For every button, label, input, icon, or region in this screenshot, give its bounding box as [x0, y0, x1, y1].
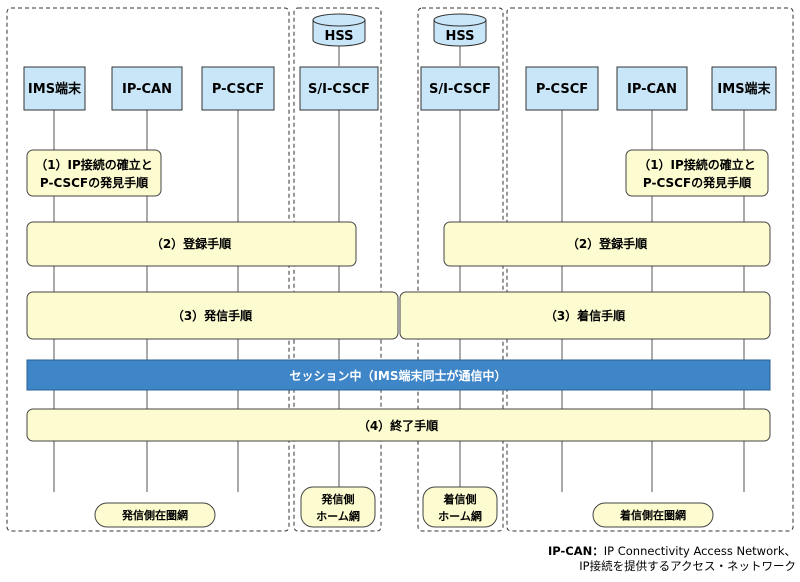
network-label-visited-orig: 発信側在圏網 — [94, 502, 216, 528]
node-pcscf-right: P-CSCF — [525, 66, 599, 111]
step-label: （3）発信手順 — [172, 308, 253, 323]
legend-abbr: IP-CAN： — [548, 544, 604, 558]
session-bar: セッション中（IMS端末同士が通信中） — [26, 359, 771, 391]
node-sicscf-right: S/I-CSCF — [420, 66, 500, 111]
step-label: （2）登録手順 — [567, 236, 648, 251]
step-line-2: P-CSCFの発見手順 — [643, 175, 752, 190]
network-label-visited-term: 着信側在圏網 — [592, 502, 714, 528]
legend-line-1: IP-CAN：IP Connectivity Access Network、 — [430, 544, 796, 559]
node-ims-left: IMS端末 — [23, 66, 86, 111]
step-ip-connect-right: （1）IP接続の確立と P-CSCFの発見手順 — [625, 149, 769, 197]
network-label-line-1: 発信側 — [321, 492, 355, 506]
network-label-line-2: ホーム網 — [438, 509, 482, 523]
node-label: P-CSCF — [212, 82, 264, 97]
network-label: 着信側在圏網 — [619, 508, 686, 522]
step-ip-connect-left: （1）IP接続の確立と P-CSCFの発見手順 — [26, 149, 162, 197]
region-visited-term — [506, 7, 794, 532]
hss-database-left: HSS — [312, 13, 366, 47]
step-line-1: （1）IP接続の確立と — [638, 157, 756, 172]
network-label-home-term: 着信側 ホーム網 — [422, 486, 498, 528]
node-label: IMS端末 — [717, 81, 771, 97]
network-label: 発信側在圏網 — [121, 508, 188, 522]
hss-label: HSS — [324, 29, 353, 44]
node-ims-right: IMS端末 — [711, 66, 777, 111]
network-label-home-orig: 発信側 ホーム網 — [300, 486, 376, 528]
step-label: （4）終了手順 — [358, 418, 439, 433]
region-home-orig — [293, 7, 382, 532]
step-label: （2）登録手順 — [151, 236, 232, 251]
step-label: （3）着信手順 — [545, 308, 626, 323]
node-label: IMS端末 — [28, 81, 82, 97]
node-ipcan-left: IP-CAN — [111, 66, 183, 111]
network-regions — [6, 7, 794, 532]
region-home-term — [417, 7, 504, 532]
step-line-2: P-CSCFの発見手順 — [40, 175, 149, 190]
node-ipcan-right: IP-CAN — [616, 66, 688, 111]
hss-label: HSS — [445, 29, 474, 44]
step-register-right: （2）登録手順 — [443, 221, 771, 267]
node-label: IP-CAN — [627, 82, 677, 97]
network-label-line-1: 着信側 — [443, 492, 477, 506]
step-originate: （3）発信手順 — [26, 291, 399, 340]
legend: IP-CAN：IP Connectivity Access Network、 I… — [430, 544, 796, 574]
step-register-left: （2）登録手順 — [26, 221, 357, 267]
node-sicscf-left: S/I-CSCF — [299, 66, 379, 111]
hss-database-right: HSS — [433, 13, 487, 47]
step-terminate: （3）着信手順 — [399, 291, 771, 340]
legend-definition: IP Connectivity Access Network、 — [603, 544, 796, 558]
network-label-line-2: ホーム網 — [316, 509, 360, 523]
node-label: S/I-CSCF — [308, 82, 370, 97]
node-pcscf-left: P-CSCF — [201, 66, 275, 111]
step-line-1: （1）IP接続の確立と — [35, 157, 153, 172]
region-visited-orig — [6, 7, 290, 532]
nodes: IMS端末 IP-CAN P-CSCF S/I-CSCF S/I-CSCF P-… — [23, 66, 777, 111]
node-label: IP-CAN — [122, 82, 172, 97]
session-label: セッション中（IMS端末同士が通信中） — [289, 368, 506, 383]
legend-line-2: IP接続を提供するアクセス・ネットワーク — [579, 559, 796, 573]
node-label: S/I-CSCF — [429, 82, 491, 97]
step-release: （4）終了手順 — [26, 408, 771, 442]
node-label: P-CSCF — [536, 82, 588, 97]
